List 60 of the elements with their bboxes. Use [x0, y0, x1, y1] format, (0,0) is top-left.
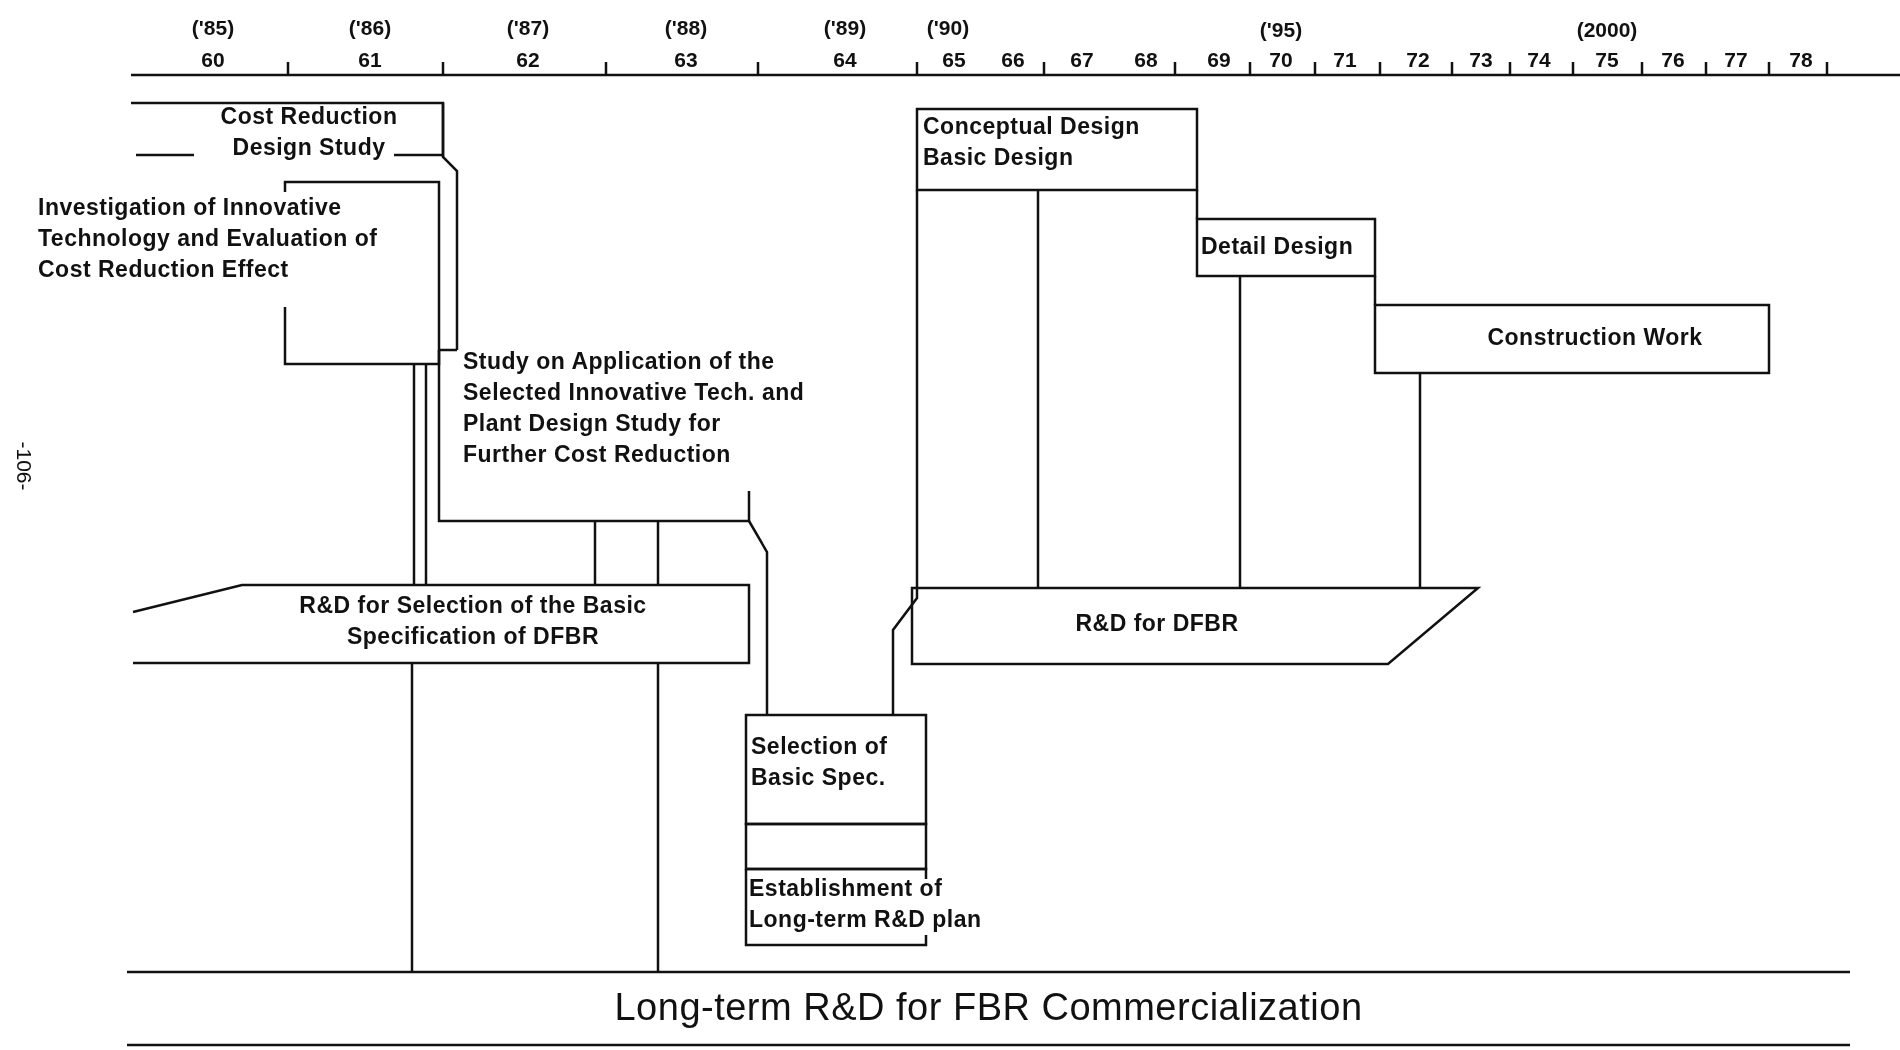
- year-label: ('85): [191, 16, 235, 40]
- connector-line: [656, 663, 660, 972]
- fiscal-year-label: 64: [833, 48, 857, 72]
- connector-line: [1036, 190, 1040, 588]
- connector-line: [1238, 276, 1242, 588]
- fiscal-year-label: 75: [1595, 48, 1619, 72]
- year-label: ('89): [823, 16, 867, 40]
- year-label: ('95): [1259, 18, 1303, 42]
- connector-line: [593, 521, 597, 585]
- page-number: -106-: [12, 441, 36, 491]
- connector-line: [656, 521, 660, 585]
- task-box: [133, 585, 749, 663]
- task-box: [746, 715, 926, 824]
- fiscal-year-label: 62: [516, 48, 540, 72]
- task-label: R&D for DFBR: [1074, 609, 1240, 638]
- connector-line: [1418, 373, 1422, 588]
- fiscal-year-label: 67: [1070, 48, 1094, 72]
- task-label: R&D for Selection of the Basic Specification of DFBR: [298, 591, 648, 651]
- connector-line: [1373, 276, 1377, 305]
- connector-line: [412, 364, 416, 585]
- fiscal-year-label: 71: [1333, 48, 1357, 72]
- task-box: [1375, 305, 1769, 373]
- fiscal-year-label: 68: [1134, 48, 1158, 72]
- year-label: ('88): [664, 16, 708, 40]
- banner-title: Long-term R&D for FBR Commercialization: [613, 985, 1364, 1030]
- empty-box: [746, 824, 926, 869]
- fiscal-year-label: 74: [1527, 48, 1551, 72]
- fiscal-year-label: 69: [1207, 48, 1231, 72]
- task-label: Selection of Basic Spec.: [751, 732, 889, 792]
- task-label: Cost Reduction Design Study: [219, 102, 399, 162]
- connector-line: [891, 190, 919, 715]
- fiscal-year-label: 63: [674, 48, 698, 72]
- fiscal-year-label: 70: [1269, 48, 1293, 72]
- fiscal-year-label: 66: [1001, 48, 1025, 72]
- fiscal-year-label: 77: [1724, 48, 1748, 72]
- connector-line: [1195, 190, 1199, 219]
- year-label: (2000): [1576, 18, 1638, 42]
- connector-line: [747, 519, 769, 715]
- task-box: [127, 972, 1850, 1045]
- fiscal-year-label: 73: [1469, 48, 1493, 72]
- task-label: Construction Work: [1486, 323, 1704, 352]
- connector-line: [424, 364, 428, 585]
- fiscal-year-label: 78: [1789, 48, 1813, 72]
- fiscal-year-label: 72: [1406, 48, 1430, 72]
- year-label: ('87): [506, 16, 550, 40]
- task-box: [38, 182, 439, 364]
- task-label: Study on Application of the Selected Innovative Tech. and Plant Design Study for Further Cost Reduction: [463, 347, 806, 469]
- task-box: [1197, 219, 1375, 276]
- fiscal-year-label: 76: [1661, 48, 1685, 72]
- task-box: [917, 109, 1197, 190]
- fiscal-year-label: 61: [358, 48, 382, 72]
- task-label: Detail Design: [1201, 232, 1355, 261]
- fiscal-year-label: 65: [942, 48, 966, 72]
- connector-line: [410, 663, 414, 972]
- task-label: Investigation of Innovative Technology and Evaluation of Cost Reduction Effect: [38, 193, 378, 284]
- task-label: Conceptual Design Basic Design: [923, 112, 1141, 172]
- task-label: Establishment of Long-term R&D plan: [749, 874, 983, 934]
- year-label: ('90): [926, 16, 970, 40]
- fiscal-year-label: 60: [201, 48, 225, 72]
- year-label: ('86): [348, 16, 392, 40]
